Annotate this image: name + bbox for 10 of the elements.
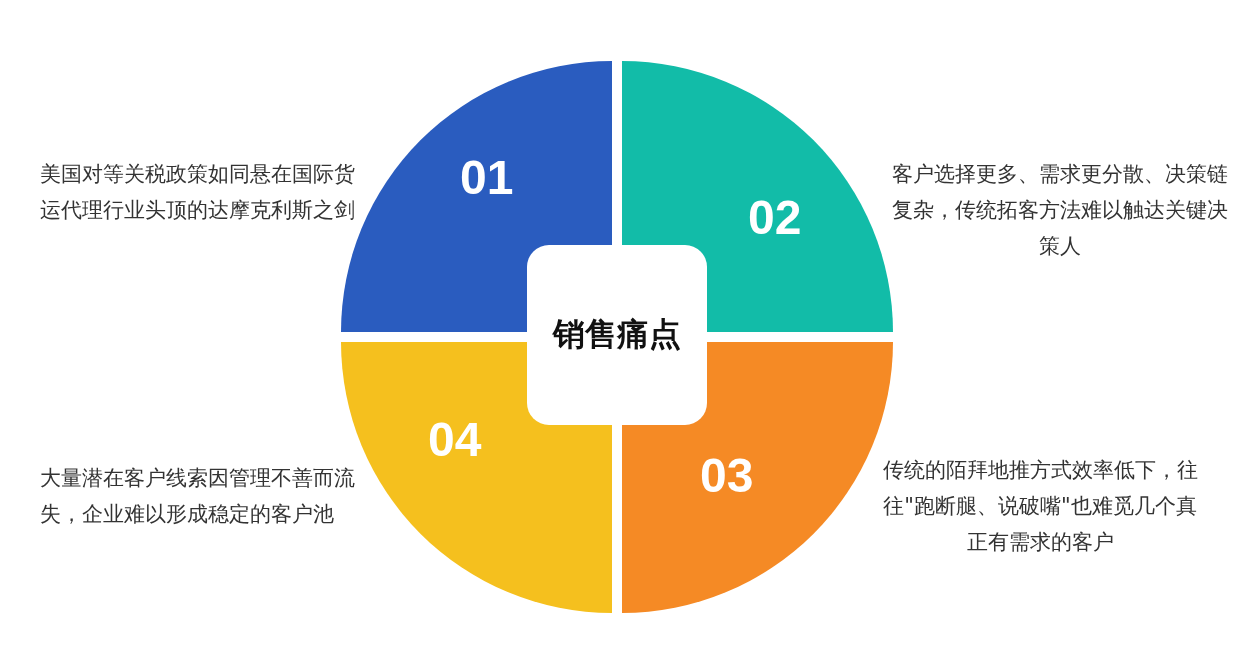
description-text: 传统的陌拜地推方式效率低下，往往"跑断腿、说破嘴"也难觅几个真正有需求的客户 xyxy=(881,457,1199,556)
description-text: 大量潜在客户线索因管理不善而流失，企业难以形成稳定的客户池 xyxy=(40,465,356,528)
step-number: 04 xyxy=(428,412,482,467)
step-number: 03 xyxy=(700,448,754,503)
center-title: 销售痛点 xyxy=(553,314,681,355)
title-card xyxy=(527,245,707,425)
description-text: 美国对等关税政策如同悬在国际货运代理行业头顶的达摩克利斯之剑 xyxy=(40,161,356,224)
description-text: 客户选择更多、需求更分散、决策链复杂，传统拓客方法难以触达关键决策人 xyxy=(891,161,1229,260)
step-number: 02 xyxy=(748,190,802,245)
step-number: 01 xyxy=(460,150,514,205)
